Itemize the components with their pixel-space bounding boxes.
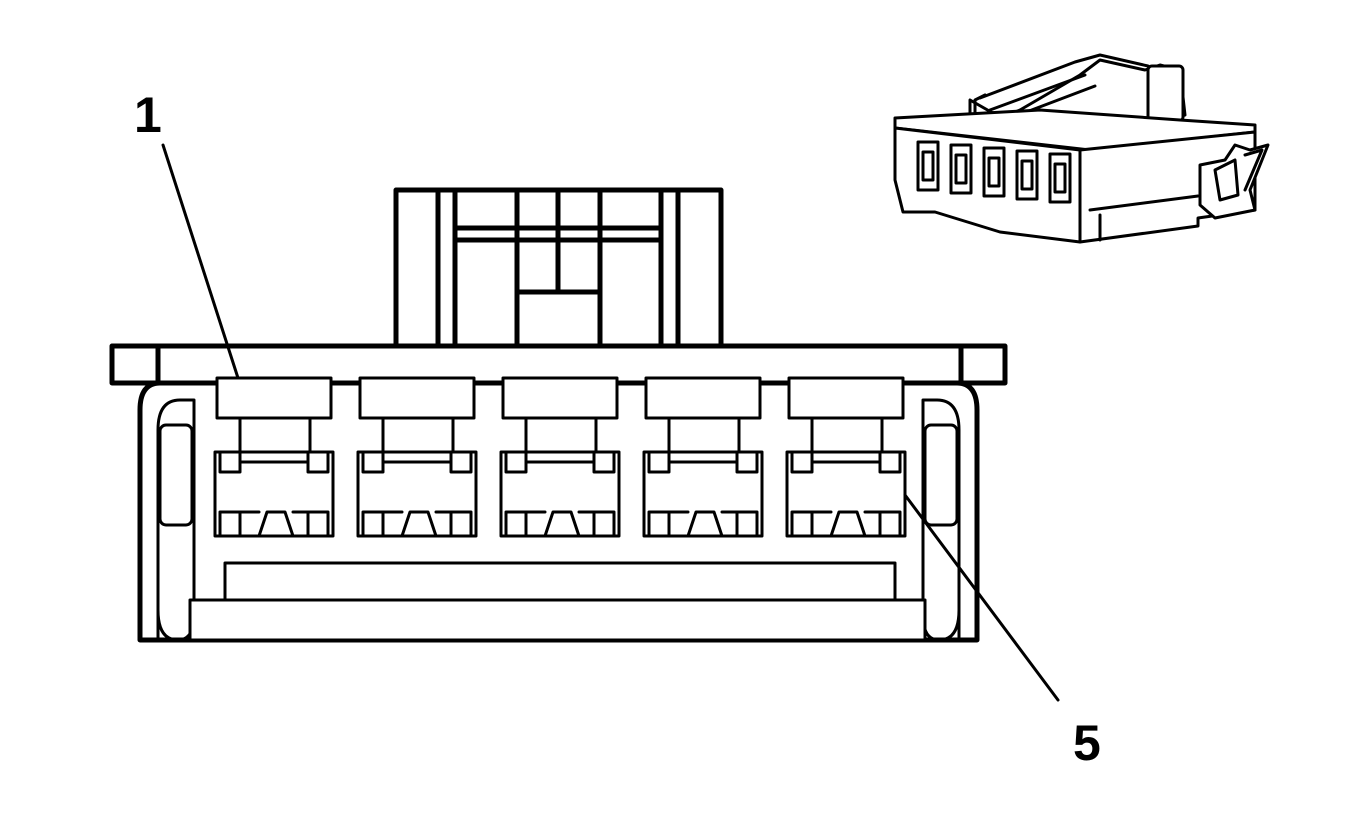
- leader-line-5: [903, 493, 1060, 702]
- terminal-cavity-3: [499, 376, 621, 538]
- left-side-rail: [156, 398, 196, 642]
- terminal-cavity-4: [642, 376, 764, 538]
- connector-isometric-view: [893, 53, 1270, 244]
- locking-tab: [393, 187, 724, 353]
- terminal-cavity-5: [785, 376, 907, 538]
- iso-cavity-4: [1015, 149, 1039, 201]
- leader-line-1: [161, 143, 240, 380]
- connector-front-view: 1 5: [109, 87, 1101, 771]
- key-bar-lower: [188, 598, 927, 642]
- iso-cavity-2: [949, 143, 973, 195]
- cavity-group: [213, 376, 907, 538]
- iso-cavity-5: [1048, 152, 1072, 204]
- iso-cavity-group: [916, 140, 1072, 204]
- iso-cavity-1: [916, 140, 940, 192]
- key-bar-upper: [223, 561, 897, 602]
- callout-5: 5: [1073, 715, 1101, 771]
- callout-1: 1: [134, 87, 162, 143]
- terminal-cavity-1: [213, 376, 335, 538]
- right-side-rail: [921, 398, 961, 642]
- terminal-cavity-2: [356, 376, 478, 538]
- iso-cavity-3: [982, 146, 1006, 198]
